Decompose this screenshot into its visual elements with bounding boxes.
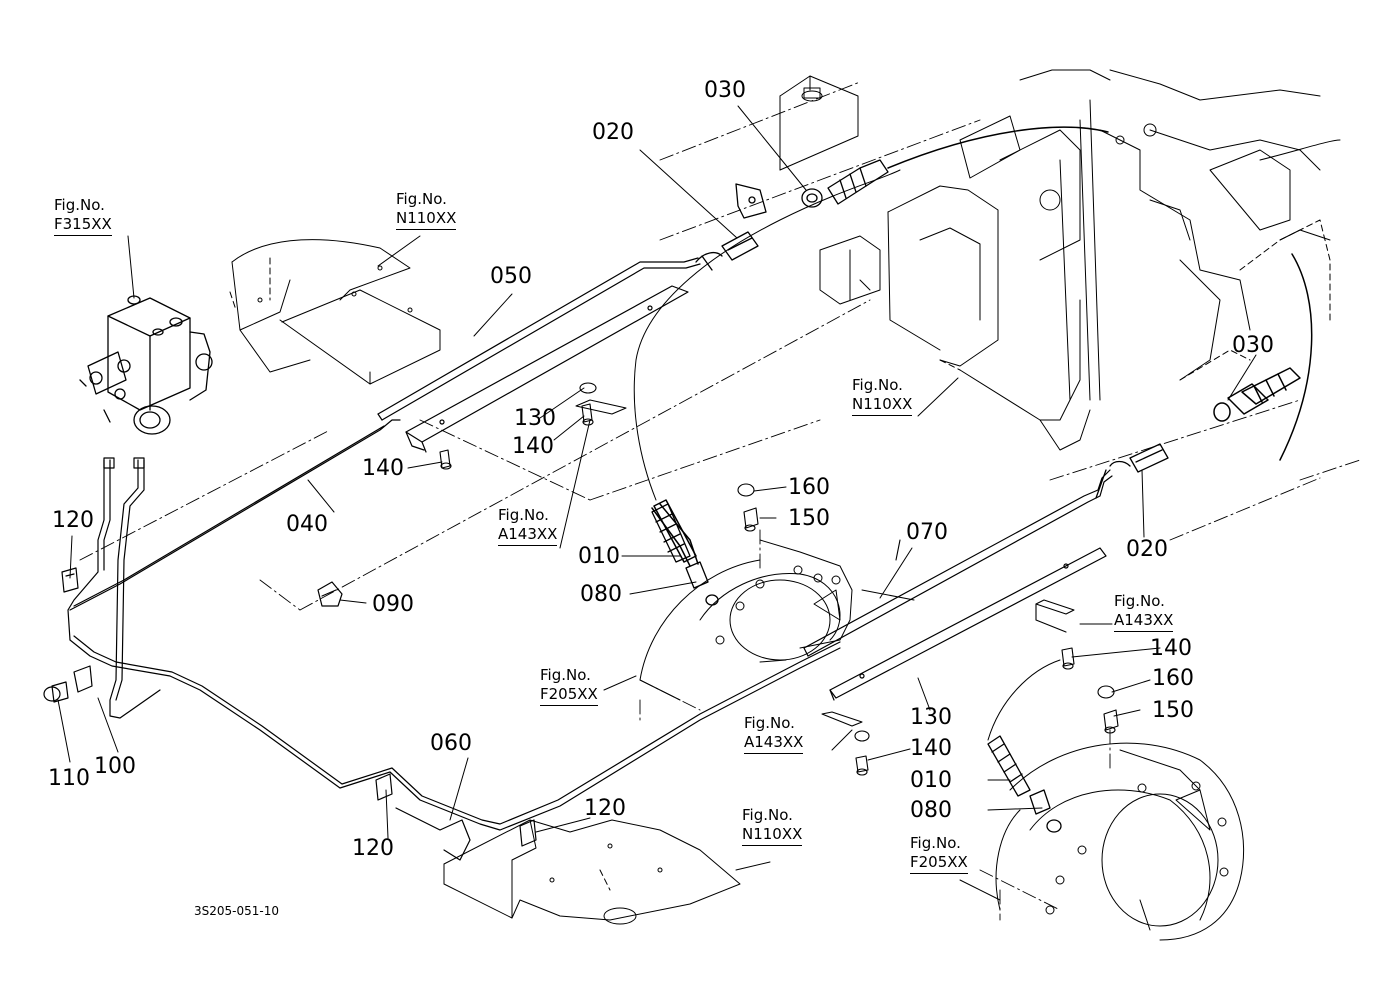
brake-hose-right — [1213, 253, 1313, 461]
brake-pipe-050 — [377, 257, 701, 421]
part-label-120-left[interactable]: 120 — [52, 508, 94, 533]
fig-ref-prefix: Fig.No. — [540, 666, 591, 684]
part-label-150-left[interactable]: 150 — [788, 506, 830, 531]
fig-ref-prefix: Fig.No. — [852, 376, 903, 394]
part-label-090[interactable]: 090 — [372, 592, 414, 617]
left-fender-top — [229, 239, 441, 385]
part-label-030-top[interactable]: 030 — [704, 78, 746, 103]
fig-ref-code: F205XX — [910, 853, 968, 874]
fig-ref-f205-right[interactable]: Fig.No. F205XX — [910, 834, 968, 874]
fig-ref-code: A143XX — [1114, 611, 1174, 632]
hose-160-left — [895, 539, 901, 561]
part-label-140-left-b[interactable]: 140 — [362, 456, 404, 481]
fig-ref-n110-top[interactable]: Fig.No. N110XX — [396, 190, 457, 230]
diagram-code: 3S205-051-10 — [194, 904, 279, 918]
part-label-140-right-a[interactable]: 140 — [1150, 636, 1192, 661]
fig-ref-code: N110XX — [852, 395, 913, 416]
fig-ref-code: F315XX — [54, 215, 112, 236]
part-label-030-right[interactable]: 030 — [1232, 333, 1274, 358]
hose-020-top — [695, 231, 759, 271]
part-label-160-right[interactable]: 160 — [1152, 666, 1194, 691]
fig-ref-code: N110XX — [396, 209, 457, 230]
fig-ref-a143-mid[interactable]: Fig.No. A143XX — [744, 714, 804, 754]
fig-ref-code: F205XX — [540, 685, 598, 706]
part-label-120-bottom-right[interactable]: 120 — [584, 796, 626, 821]
brake-hose-upper — [633, 126, 1109, 567]
part-label-040[interactable]: 040 — [286, 512, 328, 537]
fig-ref-prefix: Fig.No. — [744, 714, 795, 732]
fig-ref-code: A143XX — [498, 525, 558, 546]
part-label-160-left[interactable]: 160 — [788, 475, 830, 500]
part-label-010-left[interactable]: 010 — [578, 544, 620, 569]
lower-fender — [443, 819, 741, 925]
upper-frame-rail — [779, 75, 859, 171]
part-label-050[interactable]: 050 — [490, 264, 532, 289]
fasteners — [439, 403, 1119, 776]
hose-020-right — [1095, 443, 1169, 499]
part-label-070[interactable]: 070 — [906, 520, 948, 545]
part-label-150-right[interactable]: 150 — [1152, 698, 1194, 723]
part-label-010-right[interactable]: 010 — [910, 768, 952, 793]
fig-ref-code: A143XX — [744, 733, 804, 754]
fig-ref-prefix: Fig.No. — [54, 196, 105, 214]
part-label-080-right[interactable]: 080 — [910, 798, 952, 823]
clips — [43, 567, 537, 861]
transmission-frame — [819, 69, 1341, 451]
fig-ref-prefix: Fig.No. — [498, 506, 549, 524]
fig-ref-prefix: Fig.No. — [396, 190, 447, 208]
leader-lines — [57, 105, 1257, 901]
brake-pipe-070 — [803, 469, 1113, 657]
fitting-030-top — [735, 159, 889, 219]
part-label-020-top[interactable]: 020 — [592, 120, 634, 145]
axle-housing-left — [639, 539, 853, 701]
part-label-140-right-b[interactable]: 140 — [910, 736, 952, 761]
part-label-140-left-a[interactable]: 140 — [512, 434, 554, 459]
fig-ref-a143-right[interactable]: Fig.No. A143XX — [1114, 592, 1174, 632]
pipe-cover-130-right — [829, 547, 1107, 701]
fig-ref-f205-left[interactable]: Fig.No. F205XX — [540, 666, 598, 706]
part-label-060[interactable]: 060 — [430, 731, 472, 756]
part-label-120-bottom-left[interactable]: 120 — [352, 836, 394, 861]
hose-end-010-right — [987, 659, 1062, 833]
part-label-110[interactable]: 110 — [48, 766, 90, 791]
axle-housing-right — [995, 742, 1245, 941]
pipe-cover-130-left — [405, 285, 689, 453]
part-label-020-right[interactable]: 020 — [1126, 537, 1168, 562]
part-label-080-left[interactable]: 080 — [580, 582, 622, 607]
fig-ref-code: N110XX — [742, 825, 803, 846]
fig-ref-prefix: Fig.No. — [1114, 592, 1165, 610]
fig-ref-prefix: Fig.No. — [910, 834, 961, 852]
fig-ref-f315[interactable]: Fig.No. F315XX — [54, 196, 112, 236]
brackets — [575, 382, 1075, 742]
brake-valve-assembly — [79, 295, 213, 435]
fig-ref-n110-mid[interactable]: Fig.No. N110XX — [852, 376, 913, 416]
part-label-130-right[interactable]: 130 — [910, 705, 952, 730]
fig-ref-prefix: Fig.No. — [742, 806, 793, 824]
fig-ref-a143-left[interactable]: Fig.No. A143XX — [498, 506, 558, 546]
part-label-130-left[interactable]: 130 — [514, 406, 556, 431]
fig-ref-n110-bottom[interactable]: Fig.No. N110XX — [742, 806, 803, 846]
part-label-100[interactable]: 100 — [94, 754, 136, 779]
brake-pipe-040 — [67, 419, 841, 831]
